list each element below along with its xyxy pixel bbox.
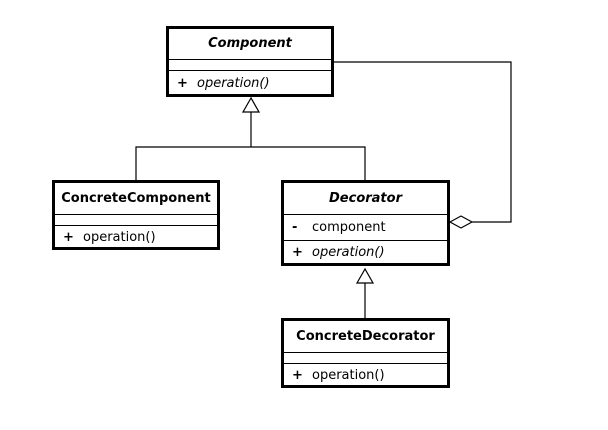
visibility-marker: + xyxy=(292,245,303,260)
operation-name: operation() xyxy=(197,76,270,91)
operations-compartment: + operation() xyxy=(169,70,331,96)
generalization-to-component xyxy=(135,96,366,180)
class-name: ConcreteDecorator xyxy=(296,329,435,344)
operation-row: + operation() xyxy=(169,71,331,96)
class-decorator: Decorator -component + operation() xyxy=(281,180,450,266)
class-name: Component xyxy=(208,36,292,51)
operation-row: + operation() xyxy=(55,226,217,250)
aggregation-decorator-component xyxy=(334,61,512,229)
class-name: ConcreteComponent xyxy=(61,191,211,206)
visibility-marker: + xyxy=(177,76,188,91)
visibility-marker: + xyxy=(63,230,74,245)
operation-name: operation() xyxy=(312,245,385,260)
operation-name: operation() xyxy=(312,368,385,383)
attributes-compartment xyxy=(55,214,217,225)
class-name: Decorator xyxy=(329,191,402,206)
attribute-name: component xyxy=(312,220,386,235)
visibility-marker: + xyxy=(292,368,303,383)
operation-name: operation() xyxy=(83,230,156,245)
aggregation-diamond xyxy=(448,215,474,229)
operation-row: + operation() xyxy=(284,364,447,388)
class-concrete-decorator: ConcreteDecorator + operation() xyxy=(281,318,450,388)
inheritance-arrow-decorator xyxy=(355,267,375,284)
operations-compartment: + operation() xyxy=(284,240,447,264)
inheritance-arrow-component xyxy=(241,96,261,113)
attributes-compartment: -component xyxy=(284,214,447,240)
class-concrete-component: ConcreteComponent + operation() xyxy=(52,180,220,250)
attributes-compartment xyxy=(169,59,331,70)
visibility-marker: - xyxy=(292,220,298,235)
operation-row: + operation() xyxy=(284,241,447,264)
attribute-row: -component xyxy=(284,215,447,240)
class-component: Component + operation() xyxy=(166,26,334,97)
operations-compartment: + operation() xyxy=(284,363,447,388)
generalization-to-decorator xyxy=(355,267,375,318)
operations-compartment: + operation() xyxy=(55,225,217,250)
attributes-compartment xyxy=(284,352,447,363)
